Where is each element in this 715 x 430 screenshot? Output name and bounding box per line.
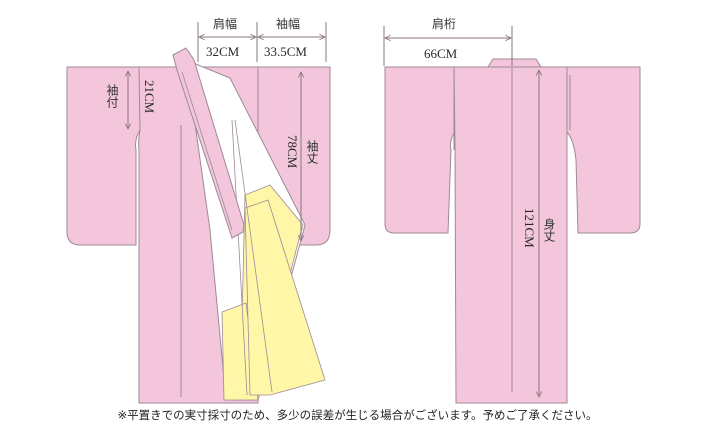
sleeve-length-value: 78CM <box>285 135 300 169</box>
front-collar <box>172 47 245 239</box>
sleeve-width-value: 33.5CM <box>264 44 307 59</box>
front-kimono <box>66 47 331 404</box>
back-collar <box>487 58 542 68</box>
yuki-value: 66CM <box>424 46 458 61</box>
shoulder-width-label: 肩幅 <box>213 17 238 31</box>
sleeve-width-label: 袖幅 <box>276 17 301 31</box>
front-left-sleeve <box>66 66 141 246</box>
body-length-value: 121CM <box>522 208 537 248</box>
footnote: ※平置きでの実寸採寸のため、多少の誤差が生じる場合がございます。予めご了承くださ… <box>117 408 598 422</box>
back-dimensions <box>383 26 539 397</box>
front-dimensions <box>128 22 327 241</box>
back-kimono <box>384 58 641 404</box>
sleeve-attachment-value: 21CM <box>142 80 157 114</box>
front-lining-yellow-3 <box>244 199 326 396</box>
sleeve-attachment-label: 袖付 <box>105 84 119 108</box>
shoulder-width-value: 32CM <box>206 44 240 59</box>
sleeve-length-label: 袖丈 <box>305 140 319 164</box>
back-right-sleeve <box>566 66 641 234</box>
yuki-label: 肩桁 <box>432 17 457 31</box>
body-length-label: 身丈 <box>542 218 556 242</box>
back-left-sleeve <box>384 66 455 234</box>
